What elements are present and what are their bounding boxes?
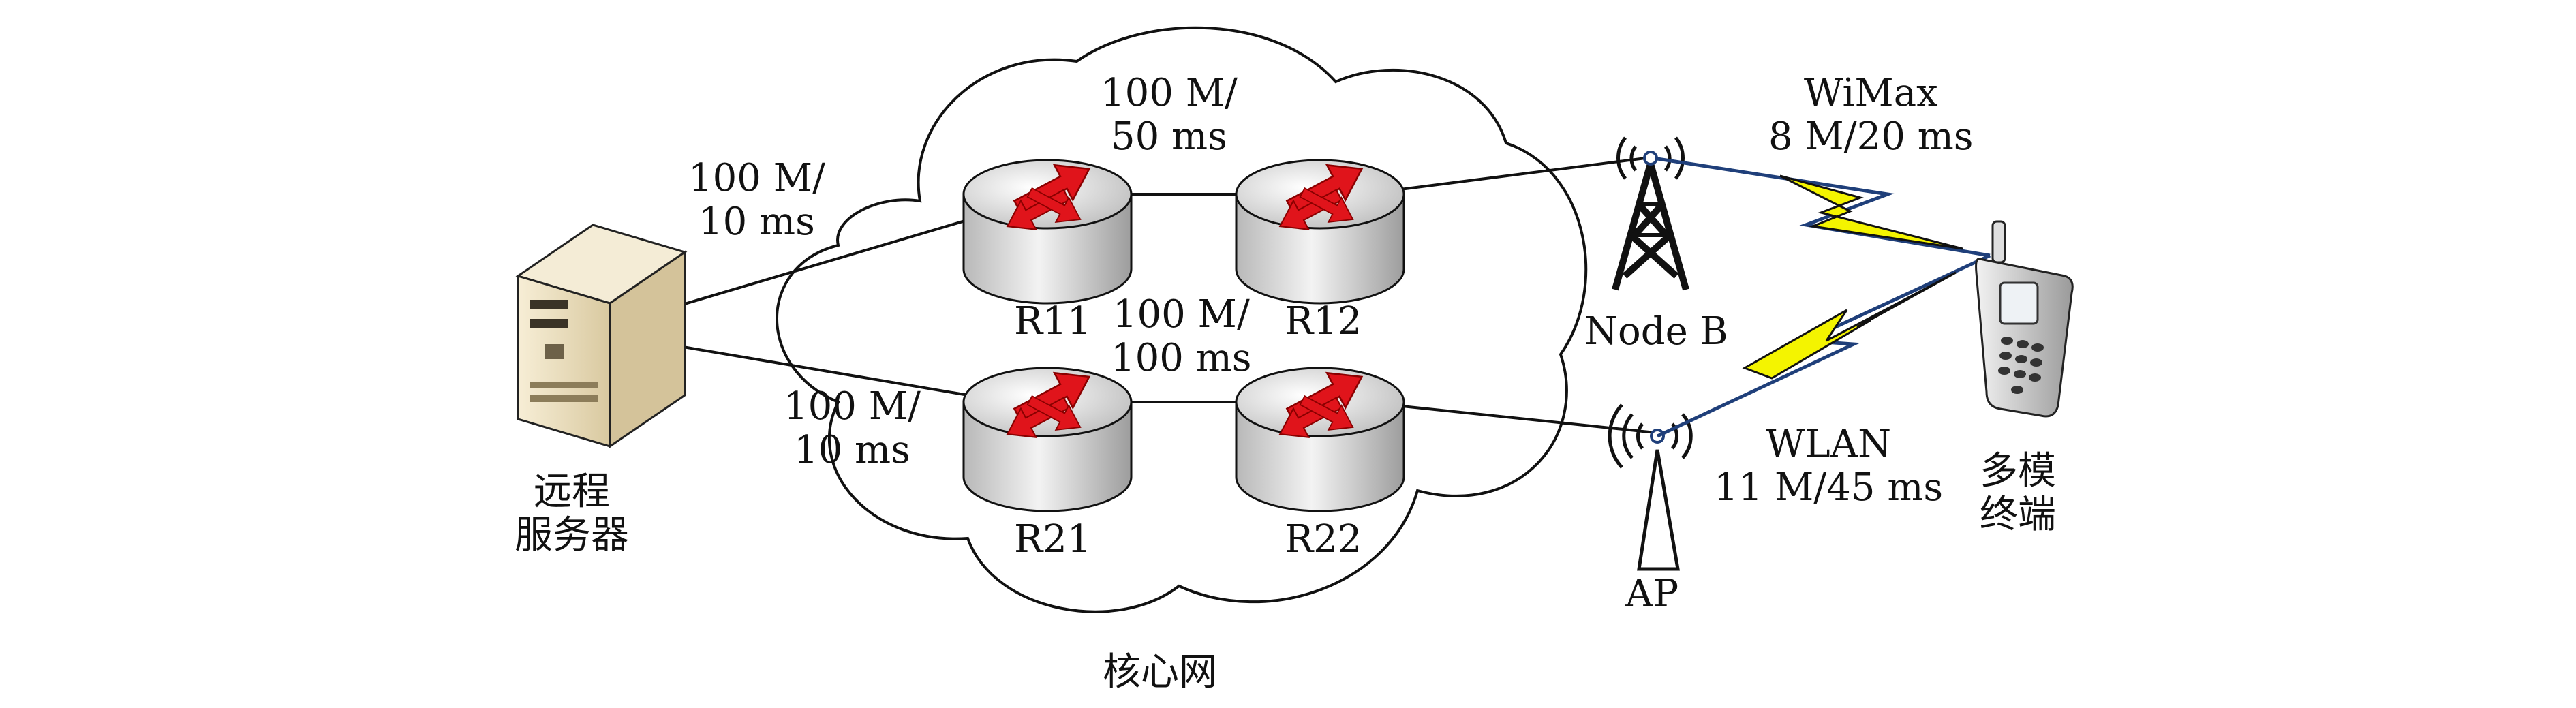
router-r11-label: R11 — [1014, 299, 1092, 343]
router-r12-label: R12 — [1285, 299, 1362, 343]
link-server-r21-label: 100 M/ 10 ms — [784, 384, 921, 473]
link-r11-r12-label: 100 M/ 50 ms — [1101, 71, 1238, 159]
r21-r22-bandwidth: 100 M/ — [1112, 292, 1250, 337]
server-label-line2: 服务器 — [515, 513, 629, 558]
router-r12 — [1235, 151, 1405, 305]
core-network-label: 核心网 — [1103, 650, 1217, 694]
link-r22-ap — [1362, 401, 1657, 434]
router-r22 — [1235, 358, 1405, 512]
multimode-terminal-icon — [1975, 220, 2074, 418]
node-b-antenna-icon — [1616, 136, 1685, 180]
r21-r22-delay: 100 ms — [1111, 336, 1252, 381]
router-r21 — [962, 358, 1133, 512]
wlan-bolt-icon — [1742, 271, 1957, 380]
wlan-name: WLAN — [1765, 422, 1892, 466]
router-r22-label: R22 — [1285, 517, 1362, 561]
r11-r12-delay: 50 ms — [1111, 114, 1227, 159]
terminal-label-line1: 多模 — [1980, 449, 2056, 493]
r11-r12-bandwidth: 100 M/ — [1101, 71, 1238, 115]
link-r21-r22-label: 100 M/ 100 ms — [1111, 292, 1252, 381]
server-label-line1: 远程 — [534, 470, 610, 514]
terminal-label: 多模 终端 — [1980, 449, 2056, 538]
server-r21-delay: 10 ms — [794, 428, 910, 473]
wireless-links — [1656, 157, 1991, 438]
terminal-label-line2: 终端 — [1980, 493, 2056, 538]
wlan-spec: 11 M/45 ms — [1714, 465, 1944, 510]
link-server-r11-label: 100 M/ 10 ms — [688, 156, 825, 245]
server-r11-delay: 10 ms — [699, 200, 815, 245]
server-icon — [515, 224, 688, 448]
ap-label: AP — [1625, 572, 1679, 616]
router-r21-label: R21 — [1014, 517, 1092, 561]
server-r11-bandwidth: 100 M/ — [688, 156, 825, 200]
wimax-label: WiMax 8 M/20 ms — [1768, 71, 1974, 159]
wimax-bolt-icon — [1779, 174, 1963, 250]
core-network-cloud — [776, 26, 1588, 613]
ap-icon — [1608, 403, 1693, 571]
server-label: 远程 服务器 — [515, 470, 629, 558]
node-b-label: Node B — [1584, 309, 1728, 354]
router-r11 — [962, 151, 1133, 305]
wimax-name: WiMax — [1803, 71, 1938, 115]
wlan-label: WLAN 11 M/45 ms — [1714, 422, 1943, 510]
link-r12-nodeb — [1362, 157, 1646, 196]
wimax-link — [1657, 157, 1991, 258]
node-b-tower-icon — [1612, 162, 1689, 291]
wimax-spec: 8 M/20 ms — [1768, 114, 1974, 159]
server-r21-bandwidth: 100 M/ — [784, 384, 921, 429]
